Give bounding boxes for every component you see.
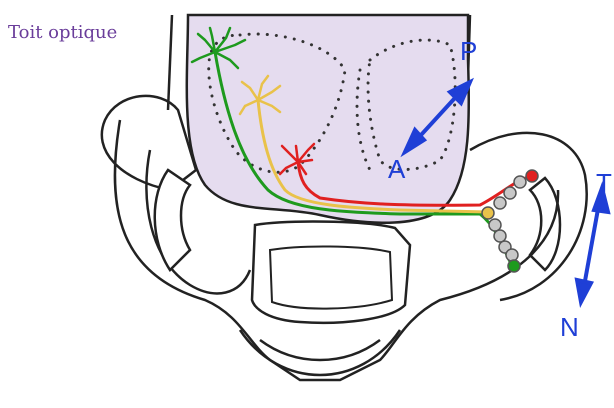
tectum-title: Toit optique — [8, 22, 117, 43]
retina-cell — [506, 249, 518, 261]
jaw-inner — [260, 340, 380, 360]
axis-label-temporal: T — [596, 168, 612, 198]
retina-cell — [494, 197, 506, 209]
retina-cell — [514, 176, 526, 188]
axis-label-nasal: N — [560, 312, 579, 342]
jaw-outline — [240, 330, 400, 375]
left-stalk — [168, 15, 172, 110]
green-retina-cell — [508, 260, 520, 272]
left-eye-lens — [155, 170, 190, 270]
axis-label-anterior: A — [388, 154, 406, 184]
yellow-retina-cell — [482, 207, 494, 219]
red-retina-cell — [526, 170, 538, 182]
retina-cell — [504, 187, 516, 199]
retina-cell — [494, 230, 506, 242]
axis-label-posterior: P — [460, 36, 477, 66]
retina-cell — [489, 219, 501, 231]
